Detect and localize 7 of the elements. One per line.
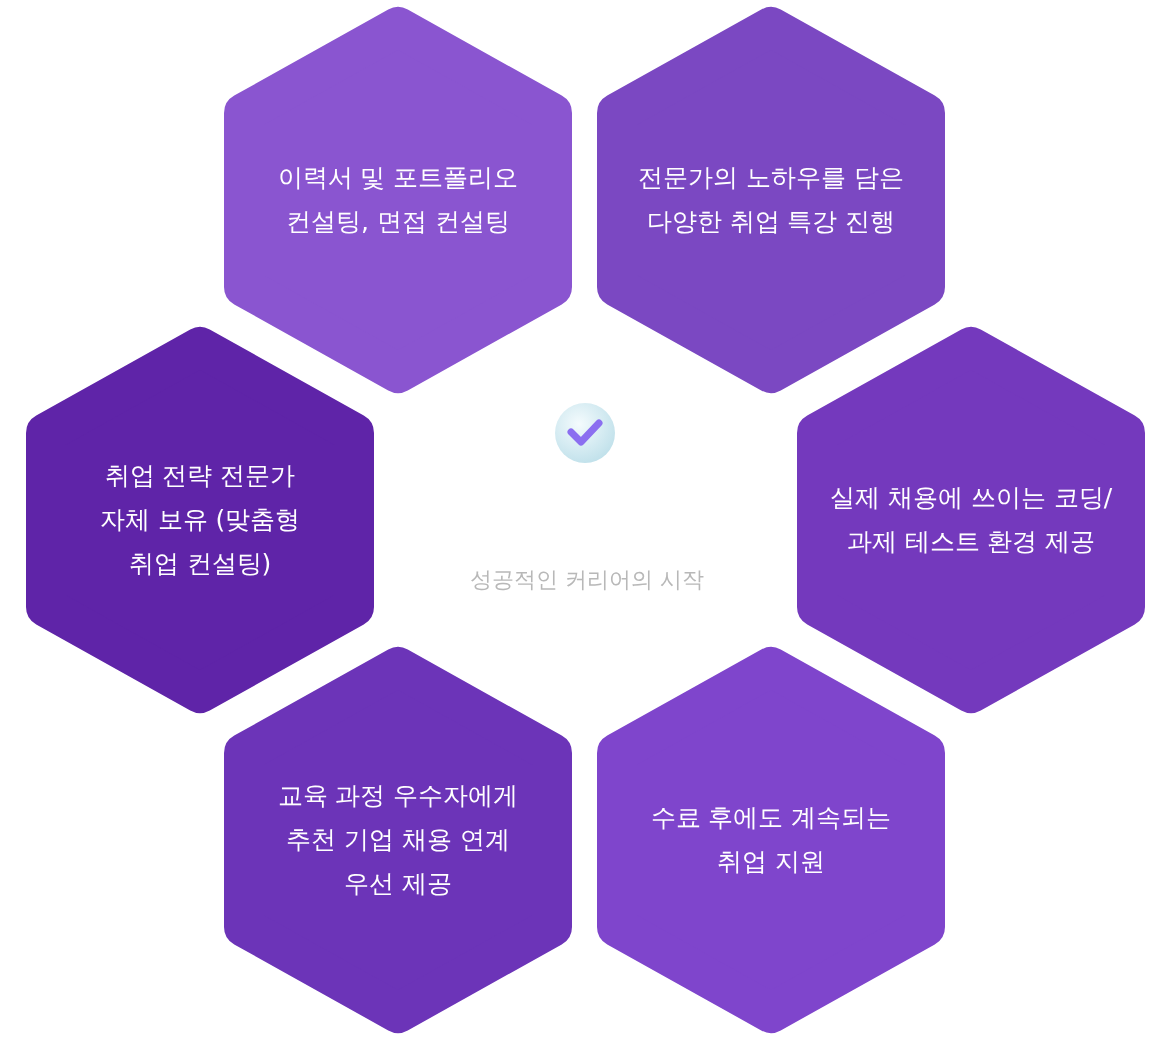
card-text: 이력서 및 포트폴리오 컨설팅, 면접 컨설팅 xyxy=(276,162,520,238)
card-text: 수료 후에도 계속되는 취업 지원 xyxy=(649,802,893,878)
card-text: 실제 채용에 쓰이는 코딩/과제 테스트 환경 제공 xyxy=(828,482,1114,558)
card-text: 취업 전략 전문가 자체 보유 (맞춤형 취업 컨설팅) xyxy=(98,460,302,580)
card-text: 교육 과정 우수자에게 추천 기업 채용 연계 우선 제공 xyxy=(276,780,520,900)
center-caption: 성공적인 커리어의 시작 xyxy=(469,566,705,594)
card-text: 전문가의 노하우를 담은 다양한 취업 특강 진행 xyxy=(637,162,905,238)
